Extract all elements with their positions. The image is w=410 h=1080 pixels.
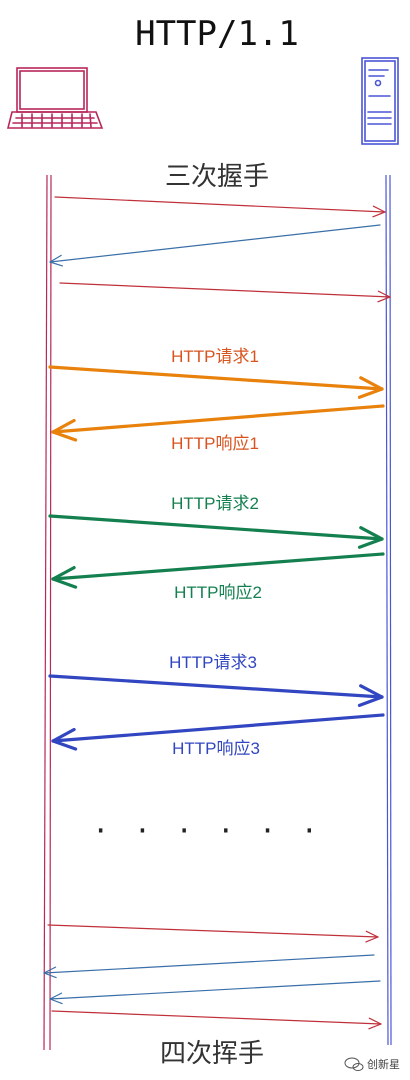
fin-arrow-1 [47, 924, 379, 943]
chat-bubble-icon [344, 1057, 364, 1071]
request-label-2: HTTP请求2 [171, 494, 259, 513]
ellipsis: · · · · · · [92, 814, 321, 847]
diagram-title: HTTP/1.1 [135, 14, 299, 54]
server-icon [361, 57, 399, 145]
request-label-1: HTTP请求1 [171, 347, 259, 366]
syn-arrow [54, 196, 386, 218]
fin-arrow-2 [49, 980, 381, 1005]
response-label-1: HTTP响应1 [171, 434, 259, 453]
response-label-3: HTTP响应3 [172, 739, 260, 758]
request-arrow-3 [48, 674, 384, 708]
handshake-label: 三次握手 [165, 162, 269, 192]
watermark: 创新星 [344, 1057, 400, 1071]
response-arrow-3 [51, 713, 385, 751]
ack-arrow [59, 282, 391, 303]
laptop-icon [6, 67, 104, 129]
ack-arrow-3 [51, 1010, 382, 1030]
response-label-2: HTTP响应2 [174, 583, 262, 602]
request-label-3: HTTP请求3 [169, 653, 257, 672]
request-arrow-1 [48, 365, 384, 399]
ack-arrow-2 [43, 954, 375, 979]
wave-label: 四次挥手 [160, 1039, 264, 1069]
response-arrow-2 [51, 552, 385, 589]
watermark-text: 创新星 [367, 1057, 400, 1071]
client-lifeline [43, 174, 52, 1051]
response-arrow-1 [51, 404, 385, 442]
syn-ack-arrow [49, 224, 381, 267]
request-arrow-2 [48, 514, 384, 549]
server-lifeline [385, 174, 392, 1046]
